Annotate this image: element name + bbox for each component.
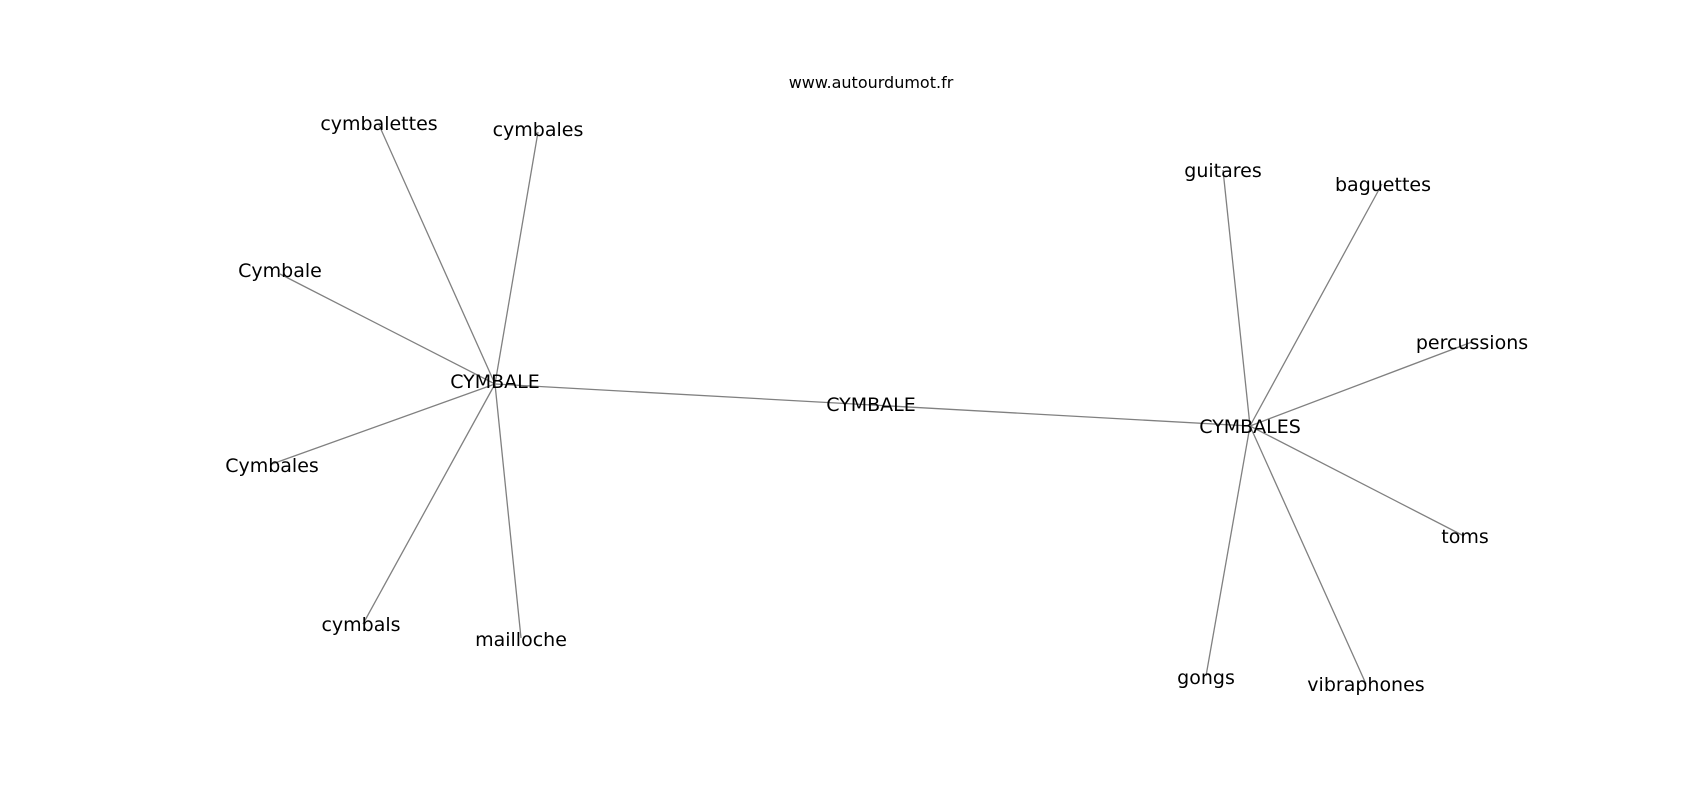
root-edge-label: CYMBALE [826,394,916,416]
node-cymbalettes: cymbalettes [320,113,437,135]
edge-hub-left-cymbals [362,383,496,625]
node-Cymbale: Cymbale [238,260,322,282]
edge-hub-left-cymbalettes [378,124,496,385]
edge-hub-right-guitares [1222,169,1251,427]
node-mailloche: mailloche [475,629,567,651]
node-hub-right: CYMBALES [1199,416,1301,438]
edge-hub-right-baguettes [1249,183,1383,427]
node-toms: toms [1441,526,1488,548]
node-cymbals: cymbals [321,614,400,636]
node-baguettes: baguettes [1335,174,1431,196]
edge-hub-right-gongs [1205,425,1251,677]
node-percussions: percussions [1416,332,1528,354]
node-hub-left: CYMBALE [450,371,540,393]
edge-hub-left-cymbales [494,131,539,385]
node-cymbales: cymbales [493,119,584,141]
node-vibraphones: vibraphones [1307,674,1424,696]
edge-hub-left-Cymbales [271,383,496,465]
node-guitares: guitares [1184,160,1261,182]
node-Cymbales: Cymbales [225,455,319,477]
edges [271,124,1473,685]
node-labels: CYMBALE CYMBALE CYMBALES cymbalettes cym… [225,113,1528,696]
edge-hub-right-percussions [1249,341,1473,427]
edge-hub-left-mailloche [494,383,522,639]
source-label: www.autourdumot.fr [789,73,954,92]
edge-hub-left-hub-right [494,383,1251,427]
edge-hub-left-Cymbale [279,273,496,385]
edge-hub-right-toms [1249,425,1465,537]
edge-hub-right-vibraphones [1249,425,1367,685]
node-gongs: gongs [1177,667,1235,689]
